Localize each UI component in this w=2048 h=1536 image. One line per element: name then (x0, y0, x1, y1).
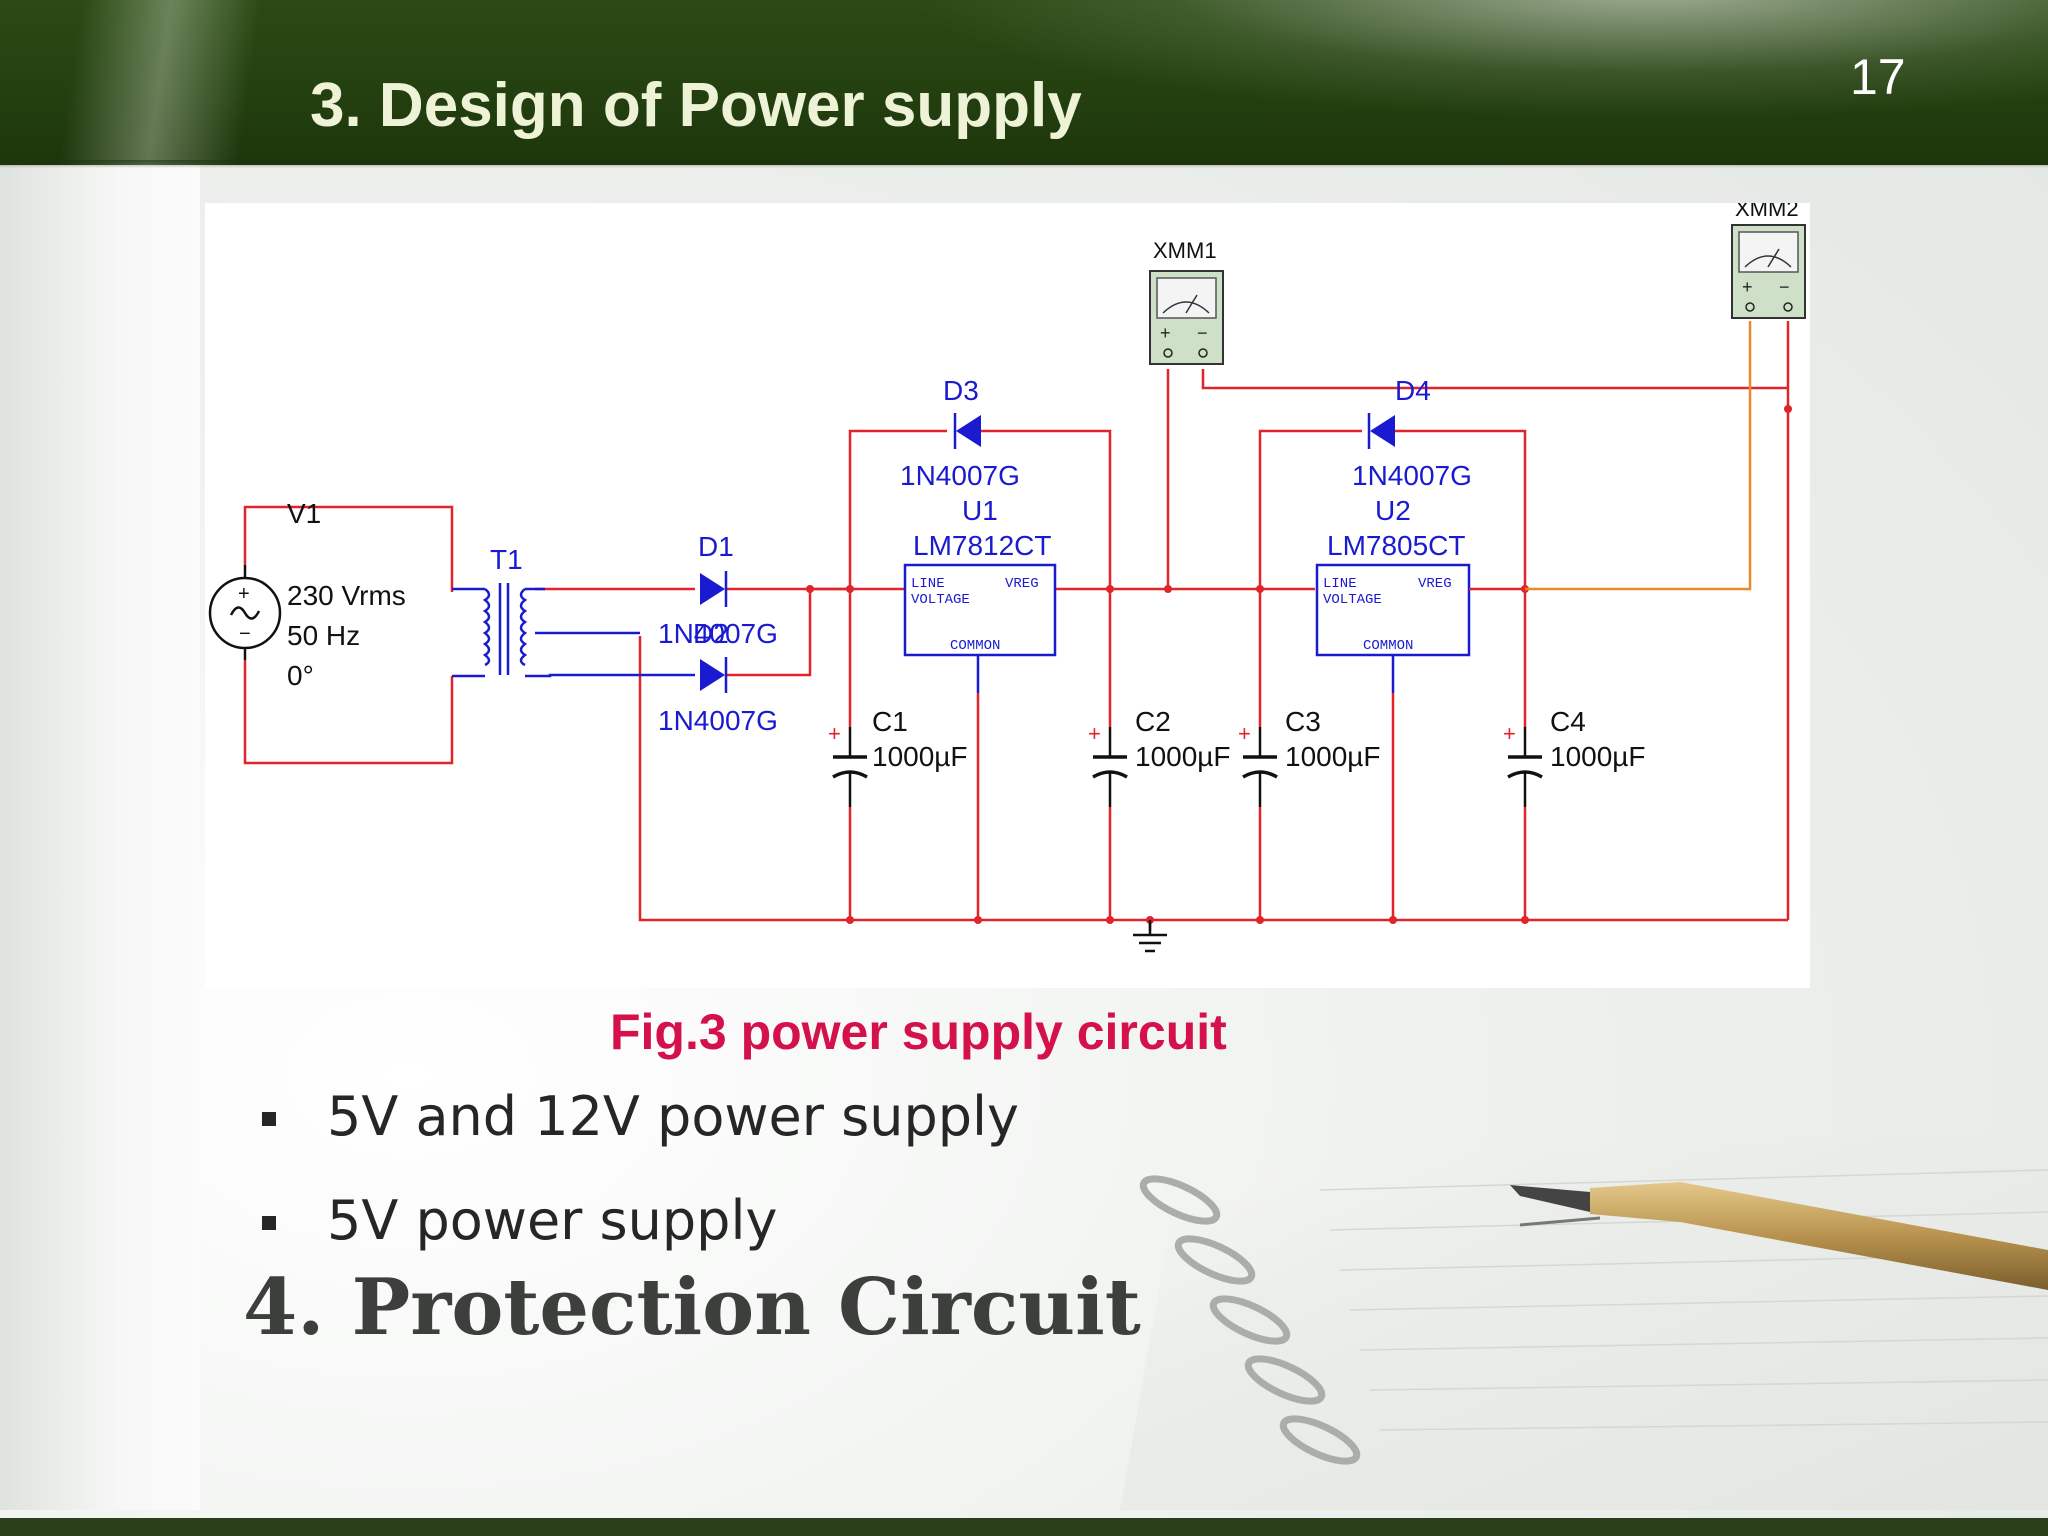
c3-label: C3 (1285, 706, 1321, 737)
u1-pin-voltage: VOLTAGE (911, 592, 970, 608)
c4-value: 1000µF (1550, 741, 1646, 772)
wire-t1-sec-bottom (525, 673, 695, 678)
c3-value: 1000µF (1285, 741, 1381, 772)
multimeter-xmm1: + − (1149, 270, 1224, 365)
notebook-pen-decoration (1120, 1130, 2048, 1510)
wire-source-bottom (243, 660, 454, 765)
ground-icon (1133, 920, 1167, 953)
v1-plus: + (238, 583, 250, 605)
c3-polarity: + (1238, 721, 1251, 746)
diode-d4 (1367, 413, 1395, 449)
wire-xmm-minus (1201, 369, 1788, 390)
regulator-u1: LINE VOLTAGE VREG COMMON (903, 563, 1057, 693)
c1-polarity: + (828, 721, 841, 746)
c2-polarity: + (1088, 721, 1101, 746)
c2-label: C2 (1135, 706, 1171, 737)
wire-5v-output (1525, 321, 1752, 591)
v1-phase: 0° (287, 660, 314, 691)
u2-pin-vreg: VREG (1418, 576, 1452, 592)
u1-part: LM7812CT (913, 530, 1052, 561)
xmm1-minus: − (1197, 323, 1208, 343)
v1-minus: − (239, 623, 251, 645)
junction-dots (806, 405, 1792, 924)
slide-number: 17 (1850, 49, 1906, 105)
capacitor-c1: + (828, 721, 868, 807)
d3-model: 1N4007G (900, 460, 1020, 491)
bullet-text: 5V and 12V power supply (327, 1085, 1019, 1148)
v1-label: V1 (287, 498, 321, 529)
bullet-text: 5V power supply (327, 1189, 778, 1252)
book-page-shading (0, 150, 200, 1510)
c1-label: C1 (872, 706, 908, 737)
u2-pin-line: LINE (1323, 576, 1357, 592)
transformer-t1 (482, 583, 528, 675)
d2-model: 1N4007G (658, 705, 778, 736)
diode-d1 (700, 571, 728, 607)
diode-d2 (700, 657, 728, 693)
wire-d4-left (1258, 429, 1362, 589)
xmm2-label: XMM2 (1735, 203, 1799, 221)
t1-label: T1 (490, 544, 523, 575)
wire-ground-rail (638, 636, 1788, 922)
d2-label: D2 (693, 618, 729, 649)
xmm1-plus: + (1160, 323, 1171, 343)
wire-d4-right (1395, 429, 1527, 589)
u1-pin-vreg: VREG (1005, 576, 1039, 592)
d1-label: D1 (698, 531, 734, 562)
bullet-square-icon (262, 1216, 276, 1230)
u1-ref: U1 (962, 495, 998, 526)
capacitor-c4: + (1503, 721, 1543, 807)
ac-source-v1: + − (208, 565, 282, 660)
regulator-u2: LINE VOLTAGE VREG COMMON (1315, 563, 1525, 693)
d1-model: 1N4007G (658, 618, 778, 649)
v1-voltage: 230 Vrms (287, 580, 406, 611)
slide-header-band (0, 0, 2048, 165)
section-heading: 4. Protection Circuit (243, 1262, 1141, 1353)
v1-frequency: 50 Hz (287, 620, 360, 651)
xmm2-minus: − (1779, 277, 1790, 297)
circuit-svg: .w { stroke: #e0242a; stroke-width: 2.5;… (208, 203, 1806, 953)
xmm1-label: XMM1 (1153, 238, 1217, 263)
c4-label: C4 (1550, 706, 1586, 737)
c2-value: 1000µF (1135, 741, 1231, 772)
diode-d3 (953, 413, 981, 449)
c4-polarity: + (1503, 721, 1516, 746)
header-page-edge (58, 0, 262, 165)
d4-label: D4 (1395, 375, 1431, 406)
capacitor-c2: + (1088, 721, 1128, 807)
slide-footer-band (0, 1518, 2048, 1536)
circuit-diagram: .w { stroke: #e0242a; stroke-width: 2.5;… (205, 203, 1810, 988)
multimeter-xmm2: + − (1731, 224, 1806, 319)
c1-value: 1000µF (872, 741, 968, 772)
xmm2-plus: + (1742, 277, 1753, 297)
capacitor-c3: + (1238, 721, 1278, 807)
wire-d2-out (725, 589, 812, 677)
u1-pin-line: LINE (911, 576, 945, 592)
u2-pin-common: COMMON (1363, 638, 1413, 654)
d4-model: 1N4007G (1352, 460, 1472, 491)
d3-label: D3 (943, 375, 979, 406)
u2-ref: U2 (1375, 495, 1411, 526)
wire-d3-right (981, 429, 1112, 589)
wire-d3-left (848, 429, 947, 589)
figure-caption: Fig.3 power supply circuit (610, 1004, 1227, 1060)
u2-pin-voltage: VOLTAGE (1323, 592, 1382, 608)
bullet-square-icon (262, 1112, 276, 1126)
slide-title: 3. Design of Power supply (310, 71, 1082, 140)
u2-part: LM7805CT (1327, 530, 1466, 561)
u1-pin-common: COMMON (950, 638, 1000, 654)
wire-source-top (243, 505, 454, 592)
header-shadow (0, 160, 2048, 168)
